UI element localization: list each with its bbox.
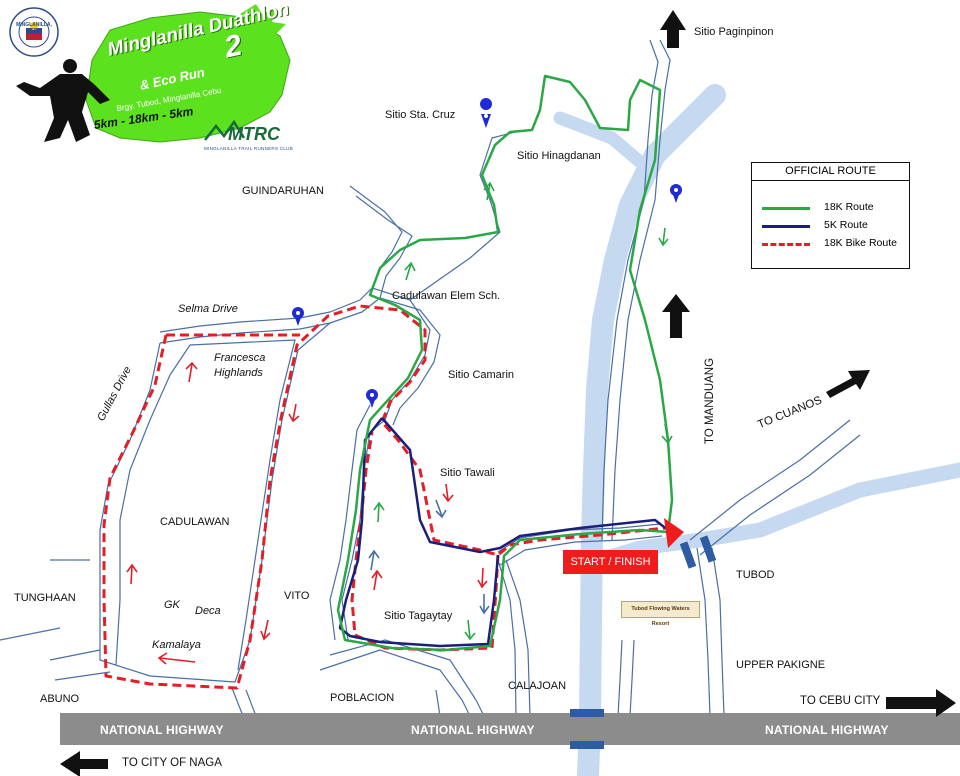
label-sitio-paginpinon: Sitio Paginpinon (694, 26, 774, 38)
label-sitio-sta-cruz: Sitio Sta. Cruz (385, 109, 456, 121)
label-selma-drive: Selma Drive (178, 303, 238, 315)
label-cadulawan-elem: Cadulawan Elem Sch. (392, 290, 501, 302)
label-to-city-of-naga: TO CITY OF NAGA (122, 757, 222, 769)
legend-18k-swatch (762, 207, 810, 210)
label-francesca-1: Francesca (214, 352, 266, 364)
highway-label-center: NATIONAL HIGHWAY (411, 723, 535, 737)
flow-arrows (126, 181, 673, 665)
arrow-cebu-city-icon (886, 689, 956, 717)
arrow-cuanos-icon (826, 370, 870, 398)
label-kamalaya: Kamalaya (152, 639, 201, 651)
label-vito: VITO (284, 590, 310, 602)
runner-silhouette-icon (16, 59, 110, 142)
label-guindaruhan: GUINDARUHAN (242, 185, 324, 197)
arrow-paginpinon-icon (660, 10, 686, 48)
pin-selma-icon (292, 307, 304, 326)
mtrc-mountain-icon (204, 119, 246, 141)
legend-5k-label: 5K Route (824, 219, 868, 231)
bridge-tubod-2 (699, 535, 717, 563)
start-finish-badge: START / FINISH (563, 550, 658, 574)
municipal-seal-icon (9, 7, 59, 57)
label-cadulawan: CADULAWAN (160, 516, 230, 528)
18k-route (336, 74, 674, 652)
label-to-cebu-city: TO CEBU CITY (800, 695, 881, 707)
label-to-manduang: TO MANDUANG (704, 357, 716, 444)
route-legend: OFFICIAL ROUTE 18K Route 5K Route 18K Bi… (751, 162, 910, 269)
arrow-naga-icon (60, 751, 108, 776)
seal-text: MINGLANILLA, CEBU (16, 22, 52, 34)
legend-bike-label: 18K Bike Route (824, 237, 897, 249)
label-upper-pakigne: UPPER PAKIGNE (736, 659, 826, 671)
label-calajoan: CALAJOAN (508, 680, 567, 692)
start-finish-flag (664, 518, 684, 548)
label-abuno: ABUNO (40, 693, 80, 705)
legend-5k-swatch (762, 225, 810, 228)
national-highway (60, 713, 960, 745)
legend-title: OFFICIAL ROUTE (752, 163, 909, 181)
label-francesca-2: Highlands (214, 367, 263, 379)
pin-sta-cruz-icon (480, 98, 493, 128)
legend-bike-swatch (762, 243, 810, 246)
bridge-left-bottom (570, 741, 604, 749)
label-sitio-tawali: Sitio Tawali (440, 467, 495, 479)
highway-label-west: NATIONAL HIGHWAY (100, 723, 224, 737)
5k-route (338, 417, 669, 648)
club-abbr: MTRC (228, 124, 280, 144)
label-sitio-tagaytay: Sitio Tagaytay (384, 610, 453, 622)
label-tubod: TUBOD (736, 569, 775, 581)
label-tunghaan: TUNGHAAN (14, 592, 76, 604)
label-poblacion: POBLACION (330, 692, 395, 704)
club-name: MINGLANILLA TRAIL RUNNERS CLUB (204, 146, 294, 151)
location-pins (292, 98, 682, 408)
direction-arrows (60, 10, 956, 776)
label-gk: GK (164, 599, 180, 611)
highway-label-east: NATIONAL HIGHWAY (765, 723, 889, 737)
bridge-tubod-1 (679, 541, 697, 569)
label-sitio-hinagdanan: Sitio Hinagdanan (517, 150, 601, 162)
label-sitio-camarin: Sitio Camarin (448, 369, 515, 381)
label-deca: Deca (195, 605, 221, 617)
pin-paginpinon-icon (670, 184, 682, 203)
pin-camarin-icon (366, 389, 378, 408)
arrow-manduang-icon (662, 294, 690, 338)
bridge-left-top (570, 709, 604, 717)
legend-18k-label: 18K Route (824, 201, 874, 213)
event-logo (9, 4, 291, 143)
resort-sign: Tubod Flowing Waters Resort (621, 601, 700, 627)
